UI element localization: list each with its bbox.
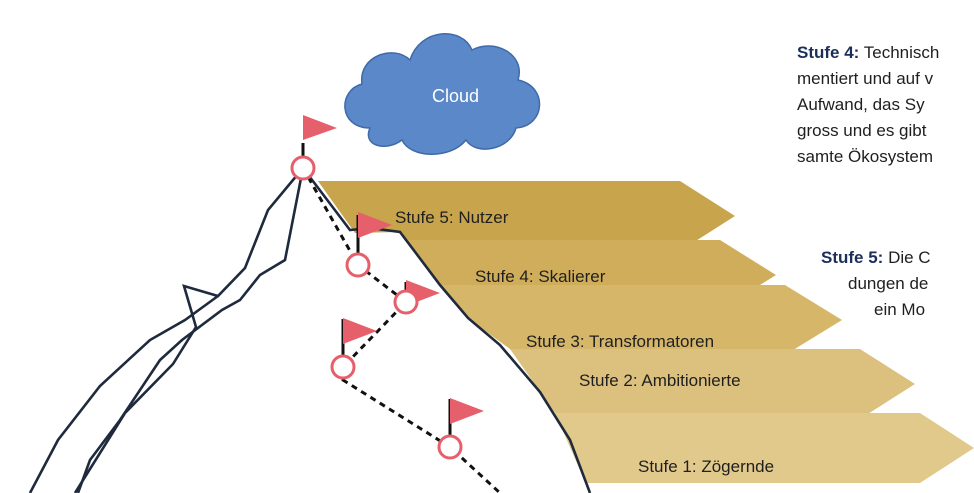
stage-arrow-5-label: Stufe 5: Nutzer <box>395 208 509 227</box>
text-block-stufe-4-line-1-text: Technisch <box>863 43 940 62</box>
cloud-label: Cloud <box>432 86 479 106</box>
text-block-stufe-4-line-2: mentiert und auf v <box>797 69 934 88</box>
mountain-left-face <box>28 294 219 493</box>
text-block-stufe-5-line-1-text: Die C <box>888 248 931 267</box>
summit-flag-icon <box>303 115 337 140</box>
stage-arrow-3-shape <box>440 285 842 355</box>
stage-arrow-2-shape <box>510 349 915 419</box>
stage-arrow-2: Stufe 2: Ambitionierte <box>510 349 915 419</box>
cloud-icon: Cloud <box>344 33 541 155</box>
cloud-shape <box>344 33 541 155</box>
stage-arrow-1-label: Stufe 1: Zögernde <box>638 457 774 476</box>
mountain-left-ridge <box>73 167 304 493</box>
stage-arrow-3: Stufe 3: Transformatoren <box>440 285 842 355</box>
flag-4 <box>345 212 392 278</box>
stage-arrow-4-label: Stufe 4: Skalierer <box>475 267 606 286</box>
mountain-inner-ridge <box>76 167 305 493</box>
text-block-stufe-4-heading: Stufe 4: <box>797 43 860 62</box>
stage-arrow-5: Stufe 5: Nutzer <box>318 181 735 251</box>
text-block-stufe-5-line-3: ein Mo <box>874 300 926 319</box>
stage-arrow-3-label: Stufe 3: Transformatoren <box>526 332 714 351</box>
stage-arrow-1-shape <box>555 413 974 483</box>
summit-flag <box>290 115 337 181</box>
text-block-stufe-4: Stufe 4: Technisch mentiert und auf v Au… <box>797 40 939 170</box>
marker-1 <box>437 434 463 460</box>
flag-4-icon <box>358 212 392 238</box>
flag-3 <box>393 280 440 315</box>
stage-arrow-2-label: Stufe 2: Ambitionierte <box>579 371 741 390</box>
text-block-stufe-4-line-1: Stufe 4: Technisch <box>797 40 939 66</box>
text-block-stufe-5-heading: Stufe 5: <box>821 248 884 267</box>
text-block-stufe-5-line-1: Stufe 5: Die C <box>821 245 931 271</box>
text-block-stufe-4-line-3: Aufwand, das Sy <box>797 95 925 114</box>
text-block-stufe-4-line-5: samte Ökosystem <box>797 147 934 166</box>
text-block-stufe-4-line-4: gross und es gibt <box>797 121 927 140</box>
stage-arrow-5-shape <box>318 181 735 251</box>
flag-1 <box>437 398 484 460</box>
marker-4 <box>345 252 371 278</box>
marker-3 <box>393 289 419 315</box>
text-block-stufe-5: Stufe 5: Die C dungen de ein Mo <box>821 245 931 323</box>
stage-arrow-1: Stufe 1: Zögernde <box>555 413 974 483</box>
summit-marker <box>290 155 316 181</box>
marker-2 <box>330 354 356 380</box>
flag-1-icon <box>450 398 484 424</box>
flag-2 <box>330 318 377 380</box>
flag-2-icon <box>343 318 377 344</box>
text-block-stufe-5-line-2: dungen de <box>848 274 929 293</box>
